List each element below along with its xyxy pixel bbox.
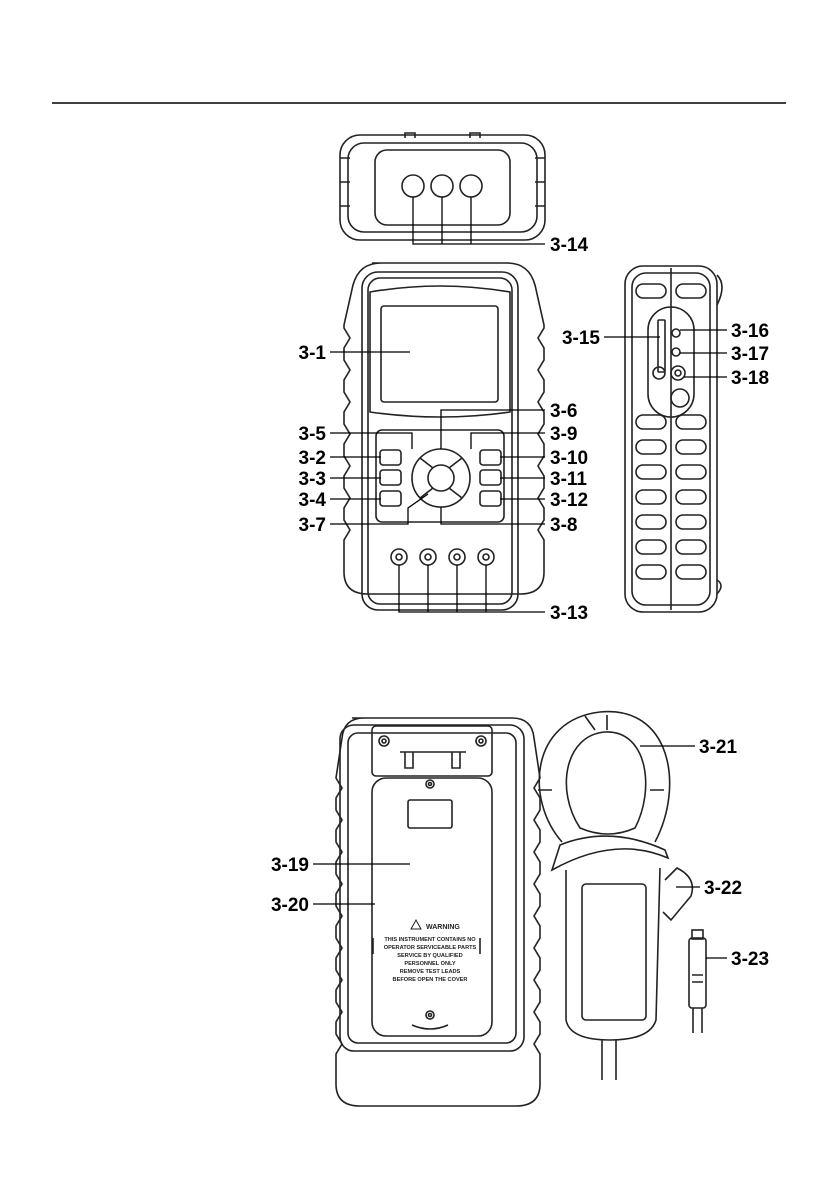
callout-3-13: 3-13 xyxy=(550,603,588,624)
callout-3-3: 3-3 xyxy=(299,469,326,490)
lcd-display xyxy=(381,306,498,402)
callout-3-15: 3-15 xyxy=(562,328,600,349)
rs232-socket xyxy=(672,348,680,356)
top-input-jack-1 xyxy=(402,175,424,197)
callout-3-1: 3-1 xyxy=(299,343,327,364)
clamp-jaw xyxy=(539,712,669,842)
callout-3-9: 3-9 xyxy=(550,424,577,445)
trigger-lever xyxy=(663,868,692,920)
clamp-plug xyxy=(689,938,706,1008)
left-key-1 xyxy=(380,450,401,465)
warning-line-2: OPERATOR SERVICEABLE PARTS xyxy=(384,945,477,951)
callout-3-18: 3-18 xyxy=(731,368,769,389)
callout-3-8: 3-8 xyxy=(550,515,577,536)
left-key-2 xyxy=(380,470,401,485)
right-key-2 xyxy=(480,470,501,485)
callout-3-4: 3-4 xyxy=(299,490,327,511)
leader-lines xyxy=(313,197,727,958)
top-input-jack-2 xyxy=(431,175,453,197)
warning-line-5: REMOVE TEST LEADS xyxy=(400,969,461,975)
callout-3-21: 3-21 xyxy=(699,737,737,758)
dc-adapter-socket xyxy=(671,366,685,380)
warning-title: WARNING xyxy=(426,924,460,931)
warning-line-4: PERSONNEL ONLY xyxy=(404,961,456,967)
callout-3-17: 3-17 xyxy=(731,344,769,365)
callout-3-14: 3-14 xyxy=(550,235,588,256)
meter-rear-view xyxy=(336,718,540,1106)
enter-key xyxy=(428,465,454,491)
right-key-3 xyxy=(480,491,501,506)
sd-card-slot xyxy=(658,320,665,372)
callout-3-23: 3-23 xyxy=(731,949,769,970)
clamp-probe xyxy=(538,712,706,1080)
callout-3-10: 3-10 xyxy=(550,448,588,469)
warning-triangle-icon xyxy=(411,920,421,929)
left-key-3 xyxy=(380,491,401,506)
callout-3-16: 3-16 xyxy=(731,321,769,342)
input-jack-2 xyxy=(420,549,436,565)
warning-line-1: THIS INSTRUMENT CONTAINS NO xyxy=(384,937,476,943)
callout-3-6: 3-6 xyxy=(550,401,577,422)
callout-3-20: 3-20 xyxy=(271,895,309,916)
callout-3-22: 3-22 xyxy=(704,878,742,899)
callout-3-11: 3-11 xyxy=(550,469,587,490)
warning-line-3: SERVICE BY QUALIFIED xyxy=(397,953,462,959)
callout-3-12: 3-12 xyxy=(550,490,588,511)
input-jack-4 xyxy=(478,549,494,565)
reset-button xyxy=(672,329,680,337)
right-key-1 xyxy=(480,450,501,465)
callout-3-7: 3-7 xyxy=(299,515,326,536)
callout-3-5: 3-5 xyxy=(299,424,327,445)
callout-3-2: 3-2 xyxy=(299,448,326,469)
callout-3-19: 3-19 xyxy=(271,855,309,876)
meter-front-view xyxy=(344,263,544,610)
warning-line-6: BEFORE OPEN THE COVER xyxy=(393,977,468,983)
meter-side-view xyxy=(625,266,722,612)
input-jack-1 xyxy=(391,549,407,565)
warning-label: WARNING THIS INSTRUMENT CONTAINS NO OPER… xyxy=(384,920,477,983)
top-input-jack-3 xyxy=(460,175,482,197)
battery-cover xyxy=(372,778,492,1036)
input-jack-3 xyxy=(449,549,465,565)
